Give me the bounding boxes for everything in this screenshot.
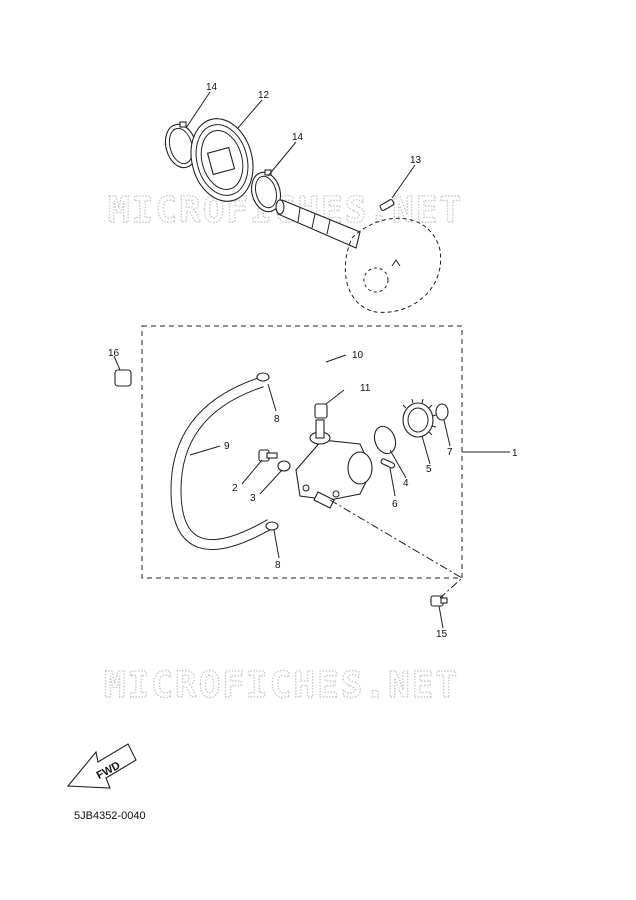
dowel-pin-13 bbox=[379, 199, 395, 211]
bolt-2 bbox=[258, 449, 278, 462]
washer-3 bbox=[277, 460, 291, 472]
crankshaft-shaft bbox=[275, 199, 361, 249]
watermark-bottom: MICROFICHES.NET bbox=[104, 665, 459, 706]
joint-11 bbox=[314, 403, 328, 419]
circlip-14-left bbox=[164, 121, 198, 169]
callout-9: 9 bbox=[224, 441, 230, 452]
alignment-line bbox=[329, 499, 463, 599]
assembly-box bbox=[141, 325, 463, 579]
callout-8-upper: 8 bbox=[274, 414, 280, 425]
callout-5: 5 bbox=[426, 464, 432, 475]
callout-13: 13 bbox=[410, 155, 422, 166]
pump-drive-gear-12 bbox=[190, 118, 254, 202]
hose-9 bbox=[170, 376, 273, 551]
callout-12: 12 bbox=[258, 90, 270, 101]
hose-10 bbox=[177, 343, 326, 402]
o-ring-4 bbox=[373, 425, 397, 455]
diagram-code: 5JB4352-0040 bbox=[74, 810, 146, 822]
oil-pump-body bbox=[295, 419, 373, 509]
clip-8-lower bbox=[265, 521, 279, 531]
callout-2: 2 bbox=[232, 483, 238, 494]
circlip-14-right bbox=[250, 169, 282, 213]
fwd-arrow-icon: FWD bbox=[66, 743, 137, 789]
pin-6 bbox=[380, 458, 396, 469]
callout-16: 16 bbox=[108, 348, 120, 359]
callout-6: 6 bbox=[392, 499, 398, 510]
callout-8-lower: 8 bbox=[275, 560, 281, 571]
bolt-15 bbox=[430, 595, 448, 607]
crankshaft-web bbox=[344, 217, 442, 313]
callout-3: 3 bbox=[250, 493, 256, 504]
leader-lines bbox=[113, 91, 510, 629]
callout-14-left: 14 bbox=[206, 82, 218, 93]
callout-14-right: 14 bbox=[292, 132, 304, 143]
driven-gear-5 bbox=[402, 398, 437, 438]
circlip-7 bbox=[435, 403, 449, 421]
callout-11: 11 bbox=[360, 383, 371, 394]
callout-7: 7 bbox=[447, 447, 453, 458]
clip-8-upper bbox=[256, 372, 270, 382]
callout-15: 15 bbox=[436, 629, 448, 640]
callout-1: 1 bbox=[512, 448, 518, 459]
callout-4: 4 bbox=[403, 478, 409, 489]
callout-10: 10 bbox=[352, 350, 364, 361]
collar-16 bbox=[114, 369, 132, 387]
